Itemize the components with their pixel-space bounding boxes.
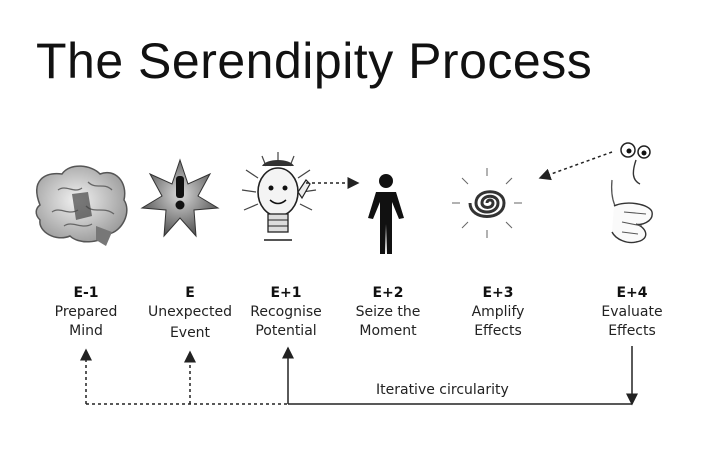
stage-code: E+1: [270, 285, 302, 301]
stage-label-line2: Mind: [69, 323, 103, 339]
stage-label-line1: Seize the: [355, 304, 421, 320]
stage-evaluate-effects: E+4 Evaluate Effects: [572, 284, 692, 341]
stage-code: E+2: [372, 285, 404, 301]
stage-code: E+4: [616, 285, 648, 301]
stage-code: E+3: [482, 285, 514, 301]
loop-label: Iterative circularity: [376, 382, 509, 398]
stage-label-line2: Potential: [255, 323, 317, 339]
stage-label-line2: Event: [169, 325, 211, 341]
stage-label-line2: Effects: [474, 323, 522, 339]
stage-code: E-1: [73, 285, 99, 301]
stage-unexpected-event: E Unexpected Event: [130, 284, 250, 343]
lightbulb-character-icon: [241, 152, 317, 241]
stage-code: E: [185, 285, 195, 301]
stage-recognise-potential: E+1 Recognise Potential: [226, 284, 346, 341]
stage-seize-the-moment: E+2 Seize the Moment: [328, 284, 448, 341]
stage-label-line1: Unexpected: [148, 304, 232, 320]
exclamation-star-icon: [140, 158, 220, 238]
diagram-title: The Serendipity Process: [36, 33, 593, 89]
stage-label-line2: Effects: [608, 323, 656, 339]
stage-label-line1: Amplify: [471, 304, 525, 320]
person-silhouette-icon: [368, 174, 404, 254]
spiral-icon: [452, 168, 522, 238]
brain-icon: [35, 165, 128, 246]
stage-label-line2: Moment: [359, 323, 417, 339]
thinking-face-icon: [610, 142, 653, 244]
stage-amplify-effects: E+3 Amplify Effects: [438, 284, 558, 341]
arrow-evaluate-to-amplify: [538, 151, 613, 181]
stage-prepared-mind: E-1 Prepared Mind: [26, 284, 146, 341]
stage-label-line1: Prepared: [54, 304, 118, 320]
stage-label-line1: Evaluate: [601, 304, 663, 320]
stage-label-line1: Recognise: [250, 304, 322, 320]
